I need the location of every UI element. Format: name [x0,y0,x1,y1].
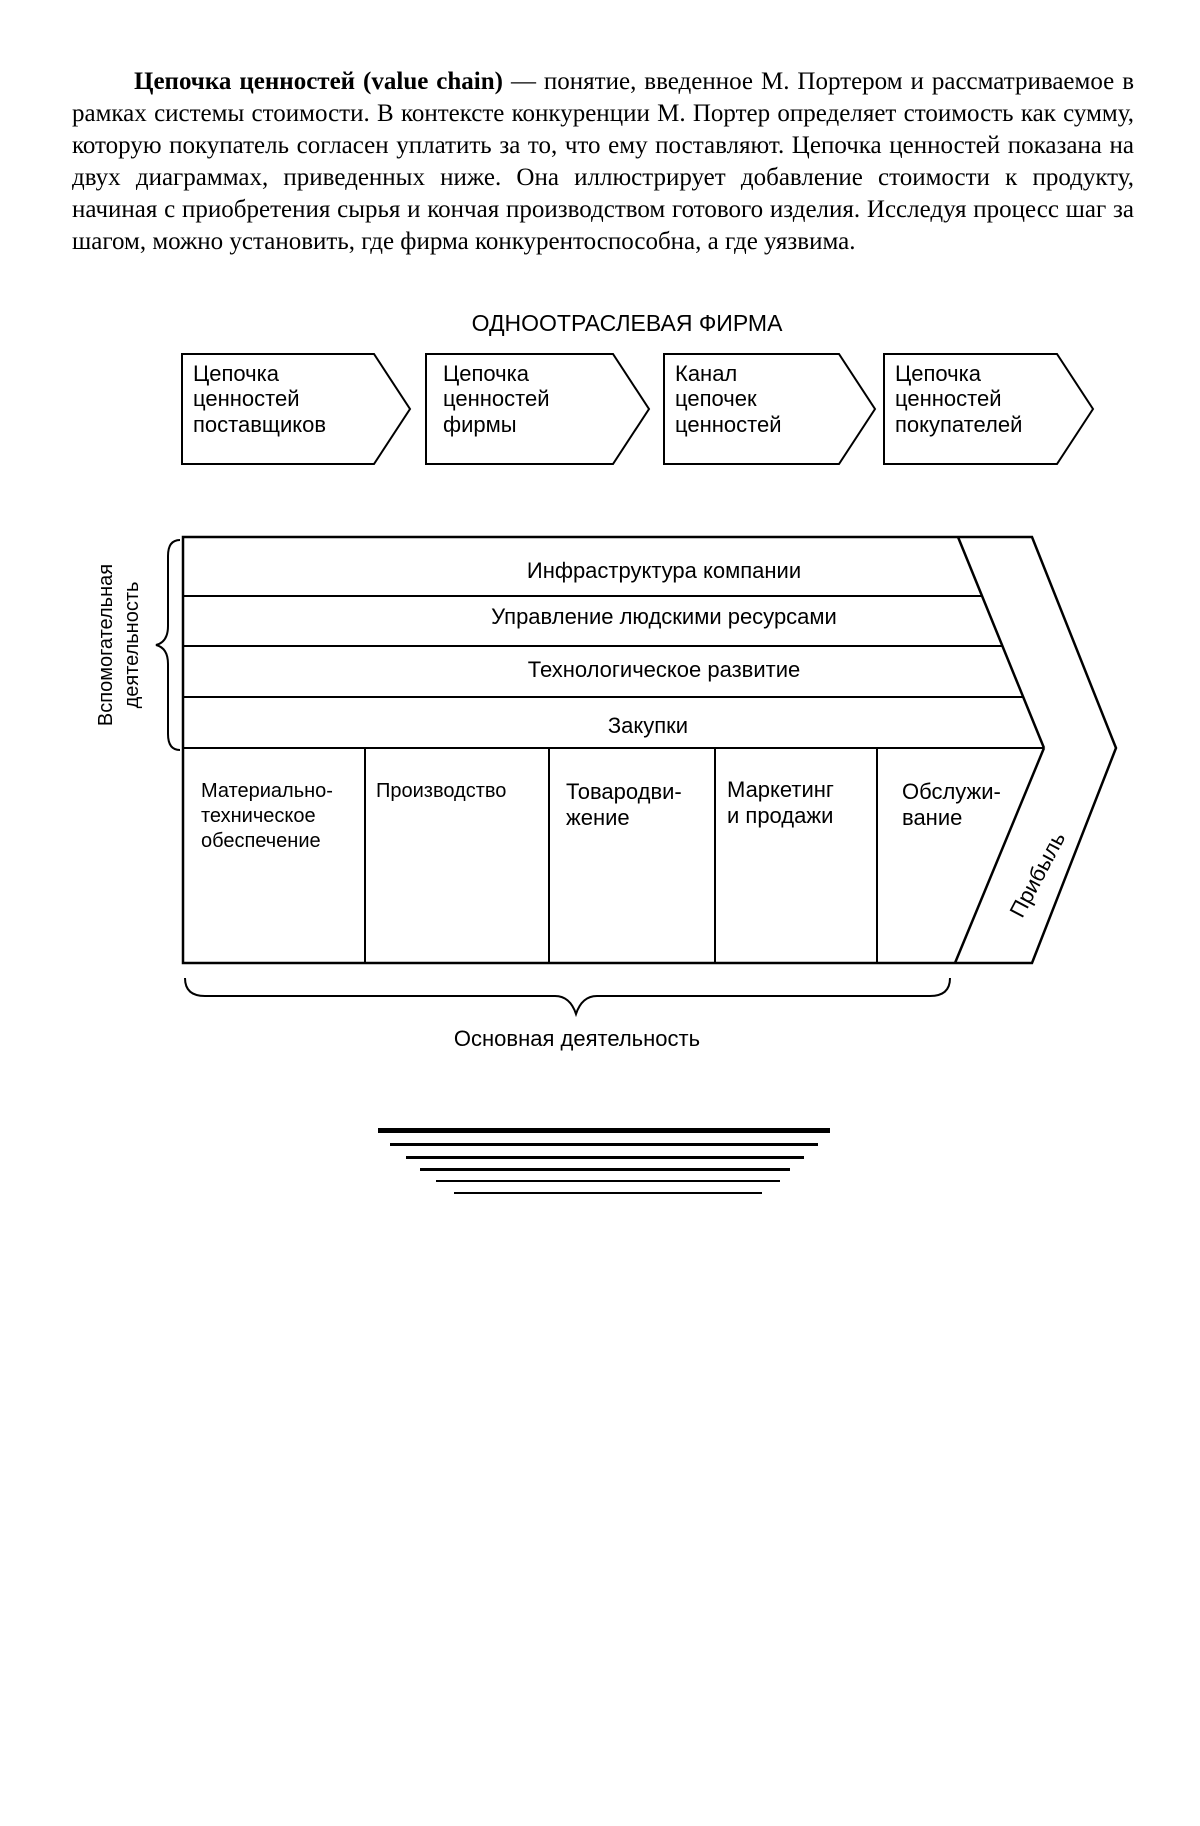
definition-text: — понятие, введенное М. Портером и рассм… [72,68,1135,255]
primary-activity-distribution: жение [566,805,630,830]
primary-activity-marketing: Маркетинг [727,777,834,802]
value-system-box: Цепочка ценностей фирмы [425,353,651,465]
primary-label: Основная деятельность [454,1026,700,1051]
primary-activity-logistics: техническое [201,805,316,827]
end-rule [378,1128,830,1133]
support-label-line: деятельность [121,582,143,709]
value-system-box-line: покупателей [895,412,1022,437]
value-system-diagram: ОДНООТРАСЛЕВАЯ ФИРМА Цепочка ценностей п… [181,310,1095,465]
value-system-box-line: цепочек [675,386,757,411]
end-rule [406,1156,804,1159]
primary-activity-logistics: Материально- [201,780,333,802]
support-activity-hr: Управление людскими ресурсами [491,604,837,629]
support-activity-technology: Технологическое развитие [528,657,801,682]
end-rule [454,1192,762,1194]
value-system-box: Цепочка ценностей поставщиков [181,353,412,465]
support-activity-procurement: Закупки [608,713,688,738]
support-brace [155,539,181,751]
primary-activity-logistics: обеспечение [201,830,321,852]
end-rule [436,1180,780,1182]
definition-term: Цепочка ценностей (value chain) [134,68,503,95]
value-system-box-line: ценностей [895,386,1001,411]
primary-activity-operations: Производство [376,780,506,802]
primary-activity-service: Обслужи- [902,779,1001,804]
value-system-box-line: Канал [675,361,737,386]
value-system-box-line: ценностей [193,386,299,411]
support-activity-infrastructure: Инфраструктура компании [527,558,801,583]
value-system-box-line: ценностей [675,412,781,437]
value-chain-outline [181,535,1118,965]
value-system-box-line: фирмы [443,412,517,437]
value-system-box: Канал цепочек ценностей [663,353,877,465]
value-system-box-line: поставщиков [193,412,326,437]
value-system-box-line: Цепочка [193,361,280,386]
margin-label: Прибыль [1004,828,1070,922]
primary-activity-marketing: и продажи [727,803,833,828]
end-rule [420,1168,790,1171]
value-system-box: Цепочка ценностей покупателей [883,353,1095,465]
primary-activity-distribution: Товародви- [566,779,682,804]
definition-paragraph: Цепочка ценностей (value chain) — поняти… [72,66,1134,258]
value-system-title: ОДНООТРАСЛЕВАЯ ФИРМА [472,310,783,336]
value-chain-diagram: Инфраструктура компании Управление людск… [95,535,1118,1051]
value-system-box-line: ценностей [443,386,549,411]
primary-brace [184,977,951,1018]
value-system-box-line: Цепочка [443,361,530,386]
end-rule [390,1143,818,1146]
support-label-line: Вспомогательная [95,564,117,726]
primary-activity-service: вание [902,805,962,830]
value-system-box-line: Цепочка [895,361,982,386]
